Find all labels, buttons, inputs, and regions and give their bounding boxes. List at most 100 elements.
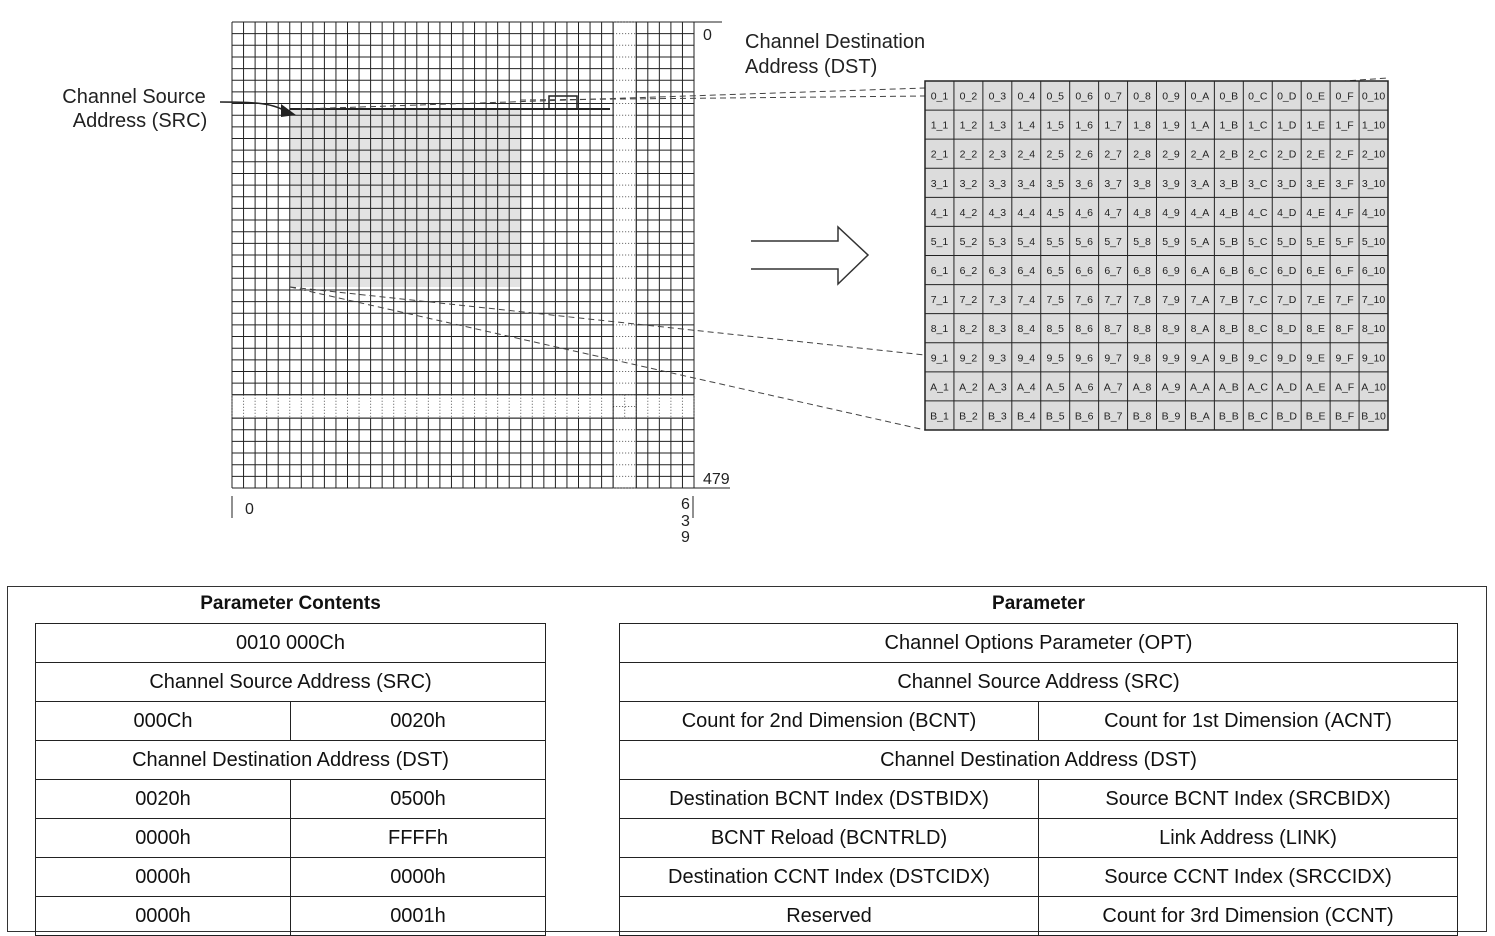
destination-cell-label: 4_3: [989, 207, 1007, 219]
parameter-contents-cell: 0020h: [290, 701, 546, 741]
destination-cell-label: 4_F: [1336, 207, 1354, 219]
axis-col-start: 0: [245, 501, 254, 518]
destination-cell-label: 2_3: [989, 149, 1007, 161]
table-row: Channel Destination Address (DST): [618, 740, 1459, 780]
destination-cell-label: 0_C: [1248, 91, 1268, 103]
transfer-arrow-icon: [751, 225, 870, 286]
destination-cell-label: 7_E: [1306, 294, 1325, 306]
destination-cell-label: 4_B: [1220, 207, 1239, 219]
destination-cell-label: 2_8: [1133, 149, 1151, 161]
destination-cell-label: 9_C: [1248, 352, 1268, 364]
destination-cell-label: A_10: [1361, 381, 1386, 393]
destination-cell-label: 3_F: [1336, 178, 1354, 190]
parameter-cell: Channel Options Parameter (OPT): [618, 623, 1459, 663]
destination-cell-label: 4_10: [1362, 207, 1386, 219]
destination-cell-label: 2_B: [1220, 149, 1239, 161]
destination-cell-label: 2_4: [1018, 149, 1036, 161]
destination-cell-label: A_3: [988, 381, 1007, 393]
destination-cell-label: 7_A: [1191, 294, 1210, 306]
destination-cell-label: 3_E: [1306, 178, 1325, 190]
destination-cell-label: 2_9: [1162, 149, 1180, 161]
destination-cell-label: 0_F: [1336, 91, 1354, 103]
destination-cell-label: 0_6: [1075, 91, 1093, 103]
destination-cell-label: B_1: [930, 410, 949, 422]
destination-cell-label: A_C: [1248, 381, 1269, 393]
destination-cell-label: 2_A: [1191, 149, 1210, 161]
destination-cell-label: B_4: [1017, 410, 1036, 422]
parameter-contents-cell: 0001h: [290, 896, 546, 936]
parameter-cell: BCNT Reload (BCNTRLD): [619, 818, 1039, 858]
parameter-cell: Reserved: [619, 896, 1039, 936]
parameter-cell: Source BCNT Index (SRCBIDX): [1037, 779, 1459, 819]
destination-cell-label: B_D: [1277, 410, 1298, 422]
destination-cell-label: B_F: [1335, 410, 1354, 422]
destination-cell-label: A_2: [959, 381, 978, 393]
destination-cell-label: 0_2: [960, 91, 978, 103]
destination-cell-label: 5_2: [960, 236, 978, 248]
destination-cell-label: 3_2: [960, 178, 978, 190]
destination-cell-label: 8_F: [1336, 323, 1354, 335]
destination-cell-label: 7_1: [931, 294, 949, 306]
destination-cell-label: 0_7: [1104, 91, 1122, 103]
destination-cell-label: 6_3: [989, 265, 1007, 277]
parameter-cell: Link Address (LINK): [1037, 818, 1459, 858]
destination-cell-label: 1_E: [1306, 120, 1325, 132]
destination-cell-label: A_D: [1277, 381, 1298, 393]
src-arrow-head: [281, 104, 296, 117]
destination-cell-label: 4_A: [1191, 207, 1210, 219]
axis-col-end-digit-1: 6: [681, 496, 690, 513]
destination-cell-label: 5_7: [1104, 236, 1122, 248]
destination-cell-label: 5_C: [1248, 236, 1268, 248]
destination-cell-label: 4_D: [1277, 207, 1297, 219]
parameter-contents-cell: 000Ch: [35, 701, 291, 741]
destination-cell-label: 1_2: [960, 120, 978, 132]
table-row: Channel Source Address (SRC): [618, 662, 1459, 702]
destination-cell-label: 9_6: [1075, 352, 1093, 364]
destination-cell-label: 6_B: [1220, 265, 1239, 277]
projection-lines: [289, 77, 1389, 431]
parameter-cell: Channel Source Address (SRC): [618, 662, 1459, 702]
destination-cell-label: 6_10: [1362, 265, 1386, 277]
parameter-contents-cell: 0020h: [35, 779, 291, 819]
axis-row-start: 0: [703, 27, 712, 44]
destination-cell-label: 6_C: [1248, 265, 1268, 277]
destination-cell-label: A_E: [1306, 381, 1326, 393]
axis-col-end-digit-3: 9: [681, 529, 690, 546]
destination-cell-label: 7_F: [1336, 294, 1354, 306]
destination-cell-label: 5_8: [1133, 236, 1151, 248]
destination-cell-label: 1_7: [1104, 120, 1122, 132]
table-row: Channel Options Parameter (OPT): [618, 623, 1459, 663]
parameter-contents-cell: 0000h: [35, 857, 291, 897]
source-block-marker: [548, 95, 578, 110]
parameter-contents-cell: FFFFh: [290, 818, 546, 858]
destination-cell-label: 3_A: [1191, 178, 1210, 190]
destination-cell-label: 1_9: [1162, 120, 1180, 132]
destination-cell-label: 5_3: [989, 236, 1007, 248]
destination-cell-label: 7_6: [1075, 294, 1093, 306]
destination-cell-label: 2_E: [1306, 149, 1325, 161]
destination-cell-label: 9_5: [1046, 352, 1064, 364]
destination-cell-label: 0_10: [1362, 91, 1386, 103]
destination-cell-label: 8_7: [1104, 323, 1122, 335]
destination-cell-label: 2_1: [931, 149, 949, 161]
table-row: BCNT Reload (BCNTRLD)Link Address (LINK): [619, 818, 1459, 858]
destination-cell-label: B_8: [1133, 410, 1152, 422]
destination-cell-label: 1_1: [931, 120, 949, 132]
destination-cell-label: 3_C: [1248, 178, 1268, 190]
parameter-contents-cell: 0000h: [35, 818, 291, 858]
destination-cell-label: 0_1: [931, 91, 949, 103]
destination-cell-label: 3_1: [931, 178, 949, 190]
destination-cell-label: B_10: [1361, 410, 1386, 422]
destination-cell-label: 2_7: [1104, 149, 1122, 161]
parameter-contents-cell: 0000h: [290, 857, 546, 897]
destination-cell-label: 1_B: [1220, 120, 1239, 132]
destination-cell-label: 3_9: [1162, 178, 1180, 190]
src-label-line1: Channel Source: [62, 86, 205, 108]
destination-cell-label: 1_A: [1191, 120, 1210, 132]
destination-cell-label: 1_4: [1018, 120, 1036, 132]
